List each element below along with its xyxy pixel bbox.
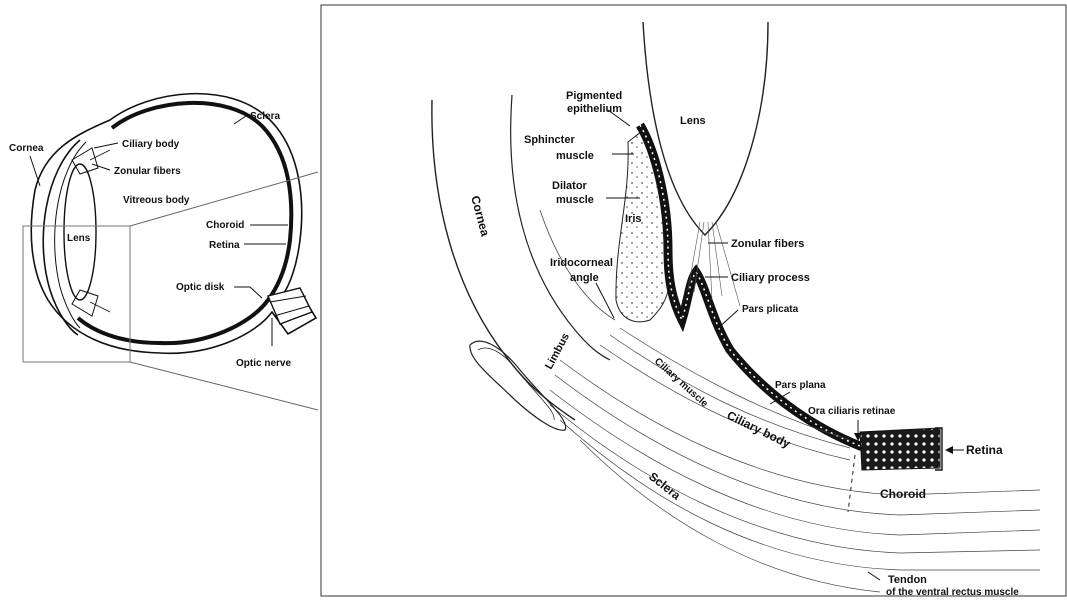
overview-label-zonular-fibers: Zonular fibers bbox=[114, 166, 181, 177]
overview-label-ciliary-body: Ciliary body bbox=[122, 139, 180, 150]
overview-choroid-retina bbox=[78, 103, 291, 343]
detail-label-pars-plicata: Pars plicata bbox=[742, 304, 799, 315]
detail-label-zonular-fibers: Zonular fibers bbox=[731, 238, 804, 250]
overview-label-choroid: Choroid bbox=[206, 220, 244, 231]
overview-label-lens: Lens bbox=[67, 233, 91, 244]
detail-label-dilator-muscle-1: Dilator bbox=[552, 180, 588, 192]
detail-label-sphincter-muscle-1: Sphincter bbox=[524, 134, 575, 146]
detail-label-tendon-1: Tendon bbox=[888, 574, 927, 586]
overview-label-optic-disk: Optic disk bbox=[176, 282, 225, 293]
detail-retina-band bbox=[860, 428, 940, 470]
detail-label-choroid: Choroid bbox=[880, 487, 926, 501]
detail-label-iridocorneal-angle-2: angle bbox=[570, 272, 599, 284]
detail-label-pars-plana: Pars plana bbox=[775, 380, 826, 391]
detail-panel: Pigmented epithelium Lens Sphincter musc… bbox=[321, 5, 1066, 597]
detail-label-pigmented-epithelium-2: epithelium bbox=[567, 103, 622, 115]
overview-label-optic-nerve: Optic nerve bbox=[236, 358, 291, 369]
detail-label-ciliary-process: Ciliary process bbox=[731, 272, 810, 284]
detail-label-dilator-muscle-2: muscle bbox=[556, 194, 594, 206]
detail-label-iridocorneal-angle-1: Iridocorneal bbox=[550, 257, 613, 269]
overview-label-vitreous-body: Vitreous body bbox=[123, 195, 190, 206]
overview-eye-diagram: Sclera Cornea Ciliary body Zonular fiber… bbox=[9, 94, 318, 410]
detail-label-ora-ciliaris-retinae: Ora ciliaris retinae bbox=[808, 406, 896, 417]
detail-label-lens: Lens bbox=[680, 115, 706, 127]
overview-lens bbox=[64, 164, 96, 300]
overview-label-sclera: Sclera bbox=[250, 111, 280, 122]
detail-label-pigmented-epithelium-1: Pigmented bbox=[566, 90, 622, 102]
overview-label-cornea: Cornea bbox=[9, 143, 44, 154]
overview-label-retina: Retina bbox=[209, 240, 240, 251]
detail-label-tendon-2: of the ventral rectus muscle bbox=[886, 587, 1019, 597]
detail-label-iris: Iris bbox=[625, 213, 642, 225]
detail-label-sphincter-muscle-2: muscle bbox=[556, 150, 594, 162]
detail-label-retina: Retina bbox=[966, 443, 1003, 457]
